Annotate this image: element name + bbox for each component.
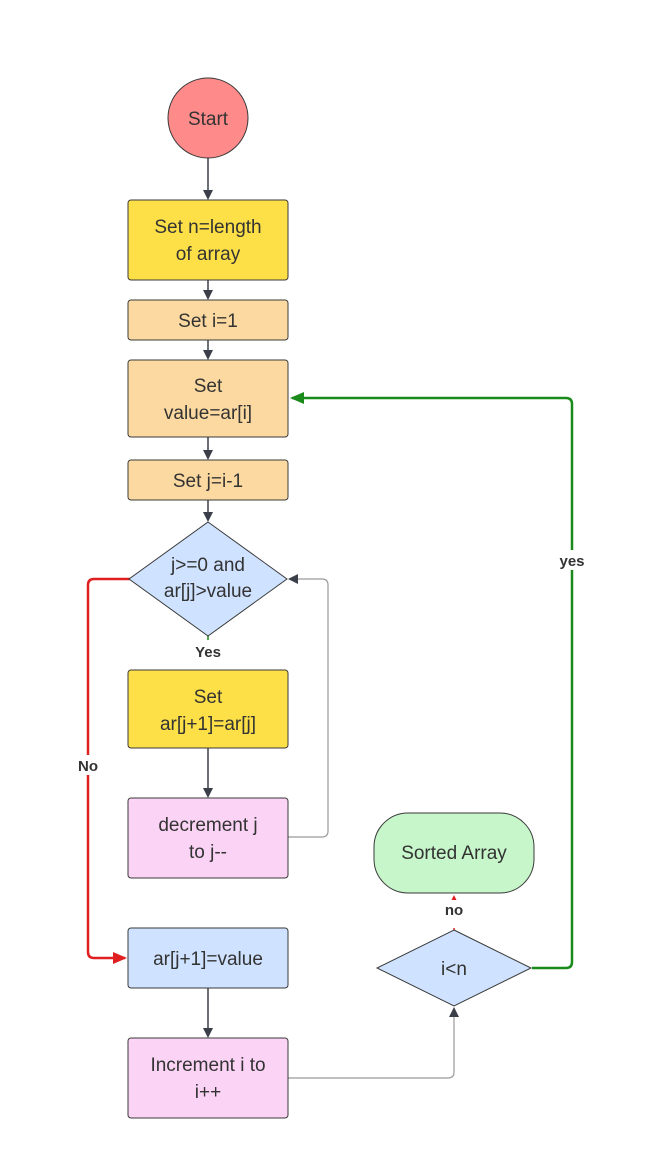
node-decrement-j-line-2: to j-- bbox=[189, 842, 227, 863]
node-increment-i-line-2: i++ bbox=[195, 1082, 221, 1103]
node-sorted-array-label: Sorted Array bbox=[401, 843, 507, 864]
node-set-arj: Set ar[j+1]=ar[j] bbox=[127, 669, 289, 749]
node-set-i-label: Set i=1 bbox=[178, 311, 238, 332]
node-decrement-j-line-1: decrement j bbox=[158, 815, 257, 836]
node-set-j: Set j=i-1 bbox=[127, 459, 289, 501]
node-cond-j-line-2: ar[j]>value bbox=[164, 581, 252, 602]
node-set-i: Set i=1 bbox=[127, 299, 289, 341]
node-set-n-line-1: Set n=length bbox=[154, 217, 261, 238]
edge-decrement-loop bbox=[288, 574, 329, 838]
node-increment-i: Increment i to i++ bbox=[127, 1037, 289, 1119]
edge-cond-i-yes bbox=[290, 392, 574, 970]
edge-label-yes-outer: yes bbox=[559, 553, 584, 570]
node-set-value: Set value=ar[i] bbox=[127, 359, 289, 438]
node-cond-j-line-1: j>=0 and bbox=[170, 555, 245, 576]
node-cond-i: i<n bbox=[375, 929, 533, 1007]
node-set-n: Set n=length of array bbox=[127, 199, 289, 281]
edge-label-yes-inner: Yes bbox=[195, 644, 221, 661]
node-decrement-j: decrement j to j-- bbox=[127, 797, 289, 879]
node-start-label: Start bbox=[188, 109, 229, 130]
node-start: Start bbox=[167, 77, 249, 159]
node-set-n-line-2: of array bbox=[176, 244, 241, 265]
node-cond-i-label: i<n bbox=[441, 959, 467, 980]
node-set-j-label: Set j=i-1 bbox=[173, 471, 243, 492]
edge-label-no-outer: no bbox=[445, 902, 463, 919]
node-cond-j: j>=0 and ar[j]>value bbox=[128, 521, 288, 637]
node-set-value-line-1: Set bbox=[194, 376, 223, 397]
edge-label-no-inner: No bbox=[78, 758, 98, 775]
node-set-value-line-2: value=ar[i] bbox=[164, 403, 252, 424]
node-set-arj-line-2: ar[j+1]=ar[j] bbox=[160, 714, 256, 735]
node-assign-value-label: ar[j+1]=value bbox=[153, 949, 263, 970]
node-assign-value: ar[j+1]=value bbox=[127, 927, 289, 989]
edge-labels: Yes No yes no bbox=[68, 550, 592, 920]
edge-increment-to-cond-i bbox=[288, 1007, 459, 1079]
node-sorted-array: Sorted Array bbox=[373, 812, 535, 894]
node-set-arj-line-1: Set bbox=[194, 687, 223, 708]
node-increment-i-line-1: Increment i to bbox=[150, 1055, 265, 1076]
